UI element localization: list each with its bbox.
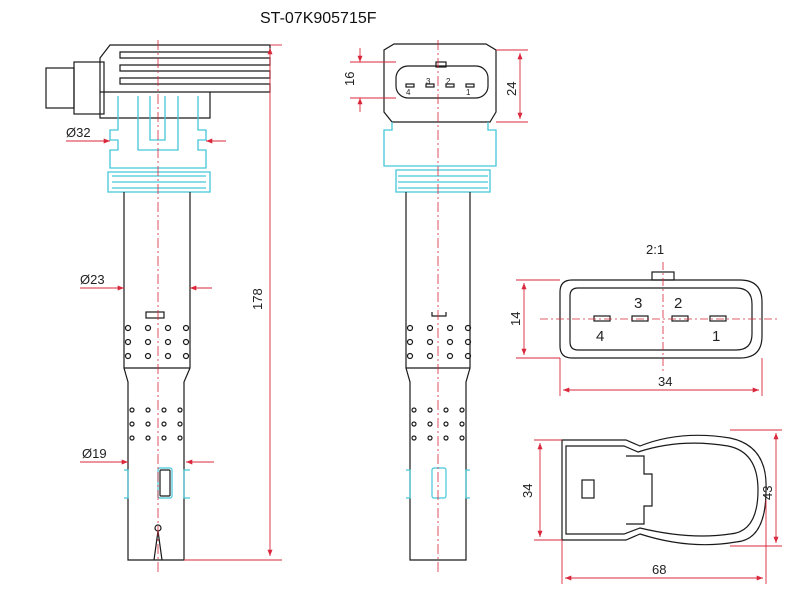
side-head-ribs (99, 44, 271, 93)
dim-diameter-23: Ø23 (80, 272, 105, 287)
front-connector-housing (383, 43, 497, 123)
front-pin-label-4: 4 (406, 88, 411, 97)
side-holes-upper (124, 324, 190, 360)
front-pins (405, 83, 475, 88)
dim-plug-14: 14 (508, 312, 523, 326)
dim-base-68: 68 (652, 562, 666, 577)
front-view (383, 43, 497, 561)
dim-plug-34: 34 (658, 374, 672, 389)
dim-connector-24: 24 (504, 82, 519, 96)
dim-diameter-32: Ø32 (66, 125, 91, 140)
side-seal-highlight (107, 96, 211, 193)
side-tube (123, 192, 191, 561)
part-number-title: ST-07K905715F (260, 10, 377, 27)
side-head-body (99, 92, 211, 119)
side-dimensions (66, 44, 282, 561)
detail-scale-label: 2:1 (646, 242, 664, 257)
front-seal-highlight (383, 122, 497, 193)
side-view (45, 44, 271, 561)
dim-base-43: 43 (760, 486, 775, 500)
front-pin-label-3: 3 (426, 77, 431, 86)
base-top-view (561, 434, 767, 546)
base-dimensions (534, 429, 782, 584)
side-connector-neck (73, 61, 105, 115)
dim-connector-16: 16 (342, 72, 357, 86)
front-holes-upper (406, 324, 472, 360)
plug-pin-label-1: 1 (712, 328, 720, 345)
dim-diameter-19: Ø19 (82, 446, 107, 461)
front-pin-label-2: 2 (446, 77, 451, 86)
front-dimensions (350, 48, 528, 123)
front-holes-lower (411, 407, 465, 441)
dim-base-34: 34 (520, 484, 535, 498)
side-slot (145, 311, 165, 319)
front-connector-face (395, 65, 489, 99)
plug-pin-label-2: 2 (674, 295, 682, 312)
side-connector-plug (45, 67, 75, 109)
side-window (157, 467, 173, 499)
front-pin-label-1: 1 (466, 88, 471, 97)
plug-dimensions (516, 279, 763, 396)
front-tube (405, 192, 471, 561)
plug-detail (559, 271, 763, 359)
side-holes-lower (129, 407, 183, 441)
dim-length-178: 178 (250, 288, 265, 310)
plug-pin-label-3: 3 (634, 295, 642, 312)
plug-pin-label-4: 4 (596, 328, 604, 345)
